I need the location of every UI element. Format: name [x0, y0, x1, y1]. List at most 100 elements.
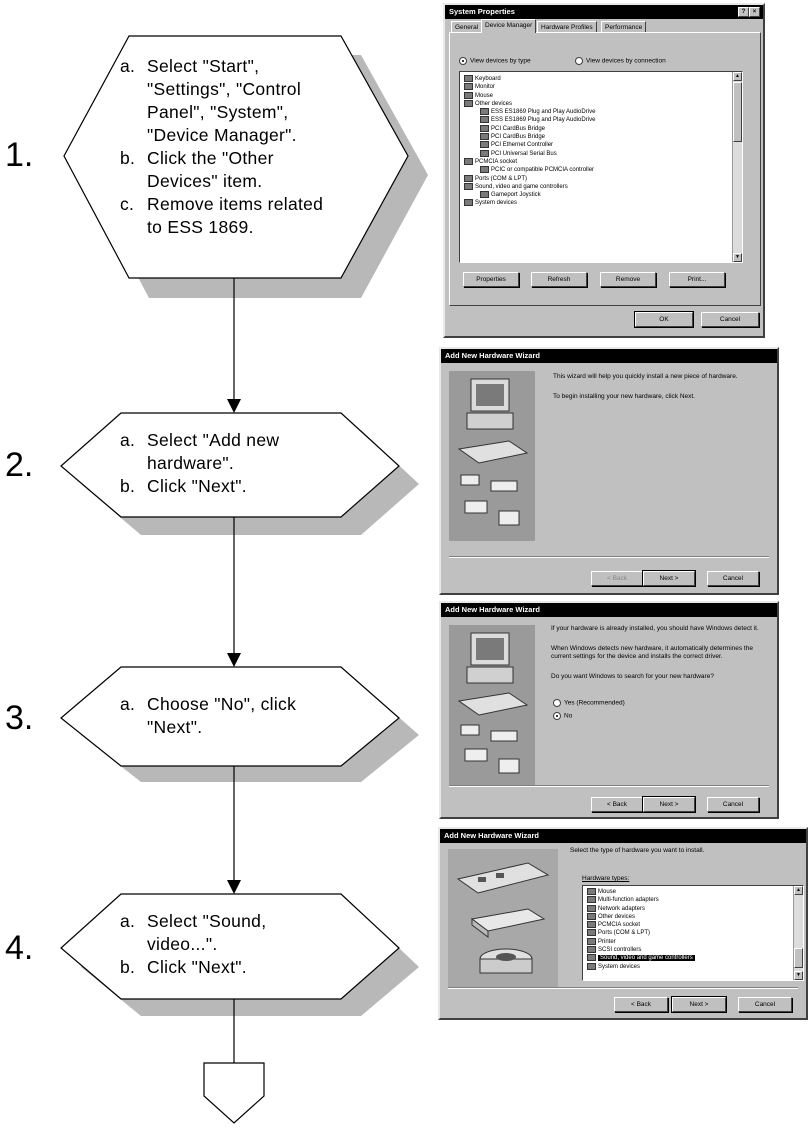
- hardware-type-item[interactable]: Other devices: [585, 912, 791, 921]
- step-line: b.Click "Next".: [120, 475, 279, 498]
- device-tree-item[interactable]: PCI CardBus Bridge: [462, 124, 730, 133]
- tab-performance[interactable]: Performance: [601, 21, 647, 33]
- view-by-type-radio[interactable]: View devices by type: [459, 57, 531, 66]
- device-tree-item[interactable]: PCI Ethernet Controller: [462, 141, 730, 149]
- back-button[interactable]: < Back: [614, 997, 668, 1012]
- next-button[interactable]: Next >: [642, 570, 696, 587]
- dialog-title-bar: System Properties ? ×: [445, 5, 763, 19]
- step-line: a.Select "Add new: [120, 429, 279, 452]
- back-button[interactable]: < Back: [591, 571, 643, 586]
- remove-button[interactable]: Remove: [600, 272, 656, 287]
- hardware-type-item[interactable]: Ports (COM & LPT): [585, 929, 791, 937]
- device-tree-item[interactable]: ESS ES1869 Plug and Play AudioDrive: [462, 116, 730, 124]
- next-button[interactable]: Next >: [671, 996, 727, 1013]
- device-icon: [480, 149, 489, 157]
- scroll-up-icon[interactable]: ▲: [733, 72, 742, 81]
- help-icon[interactable]: ?: [738, 7, 749, 17]
- flowchart: [60, 35, 428, 1124]
- hardware-type-item[interactable]: Sound, video and game controllers: [585, 954, 791, 962]
- device-tree-item-label: Other devices: [475, 100, 513, 107]
- scroll-down-icon[interactable]: ▼: [794, 971, 803, 980]
- scroll-thumb[interactable]: [733, 82, 742, 142]
- step-line-label: [120, 124, 147, 147]
- close-icon[interactable]: ×: [749, 7, 760, 17]
- dialog-title: Add New Hardware Wizard: [445, 351, 540, 360]
- hardware-type-item[interactable]: SCSI controllers: [585, 946, 791, 954]
- device-tree-item-label: ESS ES1869 Plug and Play AudioDrive: [491, 117, 596, 124]
- device-tree-item[interactable]: Sound, video and game controllers: [462, 182, 730, 191]
- device-tree-item-label: Sound, video and game controllers: [475, 183, 568, 190]
- step-line-label: [120, 716, 147, 739]
- device-icon: [480, 133, 489, 141]
- scroll-down-icon[interactable]: ▼: [733, 253, 742, 262]
- cancel-button[interactable]: Cancel: [707, 571, 759, 586]
- device-tree-item[interactable]: PCIC or compatible PCMCIA controller: [462, 166, 730, 174]
- device-icon: [480, 191, 489, 199]
- step-1-instructions: a.Select "Start", "Settings", "Control P…: [120, 55, 323, 239]
- device-tree-item[interactable]: Mouse: [462, 91, 730, 100]
- hardware-type-icon: [587, 912, 596, 920]
- hardware-type-item[interactable]: PCMCIA socket: [585, 921, 791, 929]
- device-tree-item[interactable]: Monitor: [462, 83, 730, 91]
- properties-button[interactable]: Properties: [463, 272, 519, 287]
- view-by-connection-radio[interactable]: View devices by connection: [575, 57, 666, 66]
- cancel-button[interactable]: Cancel: [707, 797, 759, 812]
- device-icon: [480, 108, 489, 116]
- no-label: No: [564, 712, 573, 720]
- device-tree-item[interactable]: Ports (COM & LPT): [462, 174, 730, 183]
- hardware-type-icon: [587, 921, 596, 929]
- add-hardware-wizard-detect: Add New Hardware Wizard If your hardware…: [439, 601, 779, 819]
- tree-scrollbar[interactable]: ▲ ▼: [732, 72, 742, 262]
- print-button[interactable]: Print...: [669, 272, 725, 287]
- hardware-type-icon: [587, 954, 596, 962]
- step-line-label: [120, 78, 147, 101]
- tab-device-manager[interactable]: Device Manager: [481, 19, 537, 33]
- ok-button[interactable]: OK: [634, 311, 694, 328]
- step-line-label: a.: [120, 911, 136, 931]
- hardware-type-item[interactable]: Printer: [585, 937, 791, 946]
- cancel-button[interactable]: Cancel: [738, 997, 792, 1012]
- device-tree-item-label: PCMCIA socket: [475, 159, 518, 166]
- hardware-type-icon: [587, 888, 596, 895]
- arrowhead-2: [227, 399, 241, 413]
- step-2-instructions: a.Select "Add new hardware". b.Click "Ne…: [120, 429, 279, 498]
- hardware-type-icon: [587, 904, 596, 912]
- device-tree-item[interactable]: PCMCIA socket: [462, 157, 730, 166]
- hardware-type-icon: [587, 946, 596, 954]
- dialog-title: Add New Hardware Wizard: [444, 831, 539, 840]
- device-tree-item[interactable]: PCI CardBus Bridge: [462, 133, 730, 141]
- device-tree-item[interactable]: Other devices: [462, 99, 730, 108]
- hardware-type-item[interactable]: Network adapters: [585, 904, 791, 913]
- device-tree-item[interactable]: PCI Universal Serial Bus: [462, 149, 730, 158]
- computer-hardware-illustration: [449, 625, 535, 785]
- yes-recommended-radio[interactable]: Yes (Recommended): [553, 699, 625, 708]
- cancel-button[interactable]: Cancel: [701, 312, 759, 327]
- divider: [449, 556, 769, 558]
- scroll-up-icon[interactable]: ▲: [794, 886, 803, 895]
- device-icon: [480, 166, 489, 174]
- refresh-button[interactable]: Refresh: [531, 272, 587, 287]
- device-tree-item-label: System devices: [475, 200, 518, 207]
- hardware-type-item[interactable]: Multi-function adapters: [585, 896, 791, 904]
- device-tree-item[interactable]: ESS ES1869 Plug and Play AudioDrive: [462, 108, 730, 116]
- device-tree-item[interactable]: Keyboard: [462, 75, 730, 83]
- hardware-type-item[interactable]: System devices: [585, 962, 791, 971]
- step-line-label: [120, 452, 147, 475]
- offpage-connector: [203, 1062, 265, 1124]
- back-button[interactable]: < Back: [591, 797, 643, 812]
- tab-hardware-profiles[interactable]: Hardware Profiles: [537, 21, 597, 33]
- device-tree-item[interactable]: System devices: [462, 199, 730, 207]
- next-button[interactable]: Next >: [642, 796, 696, 813]
- device-tree-item-label: PCI CardBus Bridge: [491, 134, 546, 141]
- no-radio[interactable]: No: [553, 712, 572, 721]
- device-tree-item-label: Ports (COM & LPT): [475, 175, 528, 182]
- list-scrollbar[interactable]: ▲ ▼: [793, 886, 803, 980]
- step-number-2: 2.: [5, 446, 34, 484]
- device-tree-item[interactable]: Gameport Joystick: [462, 191, 730, 199]
- step-line: c.Remove items related: [120, 193, 323, 216]
- hardware-type-label: System devices: [598, 963, 641, 970]
- scroll-thumb[interactable]: [794, 948, 803, 968]
- hardware-type-item[interactable]: Mouse: [585, 888, 791, 896]
